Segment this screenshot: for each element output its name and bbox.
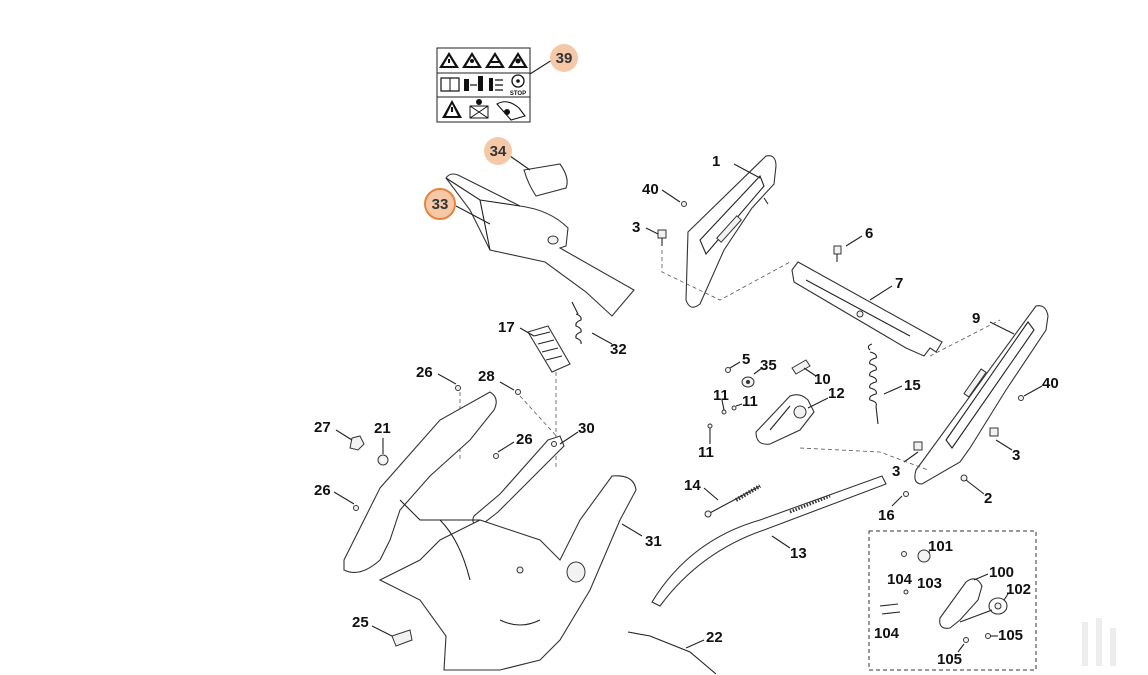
part-26-screw-left: [353, 505, 359, 511]
part-17-grille: [527, 325, 571, 373]
callout-11-a: 11: [713, 387, 729, 404]
part-1-side-plate: [685, 155, 777, 308]
part-28-screw: [515, 389, 521, 395]
callout-104-top: 104: [887, 571, 913, 588]
callout-15: 15: [904, 377, 921, 394]
part-15-spring: [867, 343, 879, 425]
part-26-screw-top: [455, 385, 461, 391]
part-35-bushing: [741, 376, 755, 388]
callout-6: 6: [865, 225, 873, 242]
callout-101: 101: [928, 538, 953, 555]
callout-10: 10: [814, 371, 831, 388]
part-27-nut: [349, 435, 365, 451]
part-33-handle-cover: [445, 173, 635, 317]
part-13-rod: [651, 475, 887, 607]
part-14-cable: [704, 484, 762, 518]
callout-22: 22: [706, 629, 723, 646]
callout-5: 5: [742, 351, 750, 368]
part-34-cover: [523, 163, 568, 197]
part-7-rail: [791, 261, 943, 357]
warning-triangle-icon: [439, 52, 528, 68]
callout-31: 31: [645, 533, 662, 550]
part-3-bolt-mid: [913, 441, 923, 451]
callout-12: 12: [828, 385, 845, 402]
part-31-housing: [343, 391, 637, 671]
part-26-screw-mid: [493, 453, 499, 459]
part-32-spring: [571, 301, 582, 345]
callout-103: 103: [917, 575, 942, 592]
callout-13: 13: [790, 545, 807, 562]
part-3-bolt: [657, 229, 667, 246]
callout-11-b: 11: [742, 393, 758, 410]
callout-2: 2: [984, 490, 992, 507]
callout-16: 16: [878, 507, 895, 524]
callout-102: 102: [1006, 581, 1031, 598]
callout-35: 35: [760, 357, 777, 374]
callout-7: 7: [895, 275, 903, 292]
callout-40-left: 40: [642, 181, 659, 198]
part-10-clip: [791, 359, 811, 375]
callout-105-right: 105: [998, 627, 1023, 644]
callout-1: 1: [712, 153, 720, 170]
watermark-mark: [1082, 618, 1116, 666]
callout-104-bottom: 104: [874, 625, 900, 642]
callout-27: 27: [314, 419, 331, 436]
stop-label: STOP: [510, 91, 526, 97]
caution-and-clearance-icon: [442, 99, 526, 121]
callout-3-mid: 3: [892, 463, 900, 480]
callout-21: 21: [374, 420, 391, 437]
part-30-bracket: [472, 435, 565, 527]
bystander-distance-icon: [464, 76, 503, 91]
callout-9: 9: [972, 310, 980, 327]
part-3-bolt-right: [989, 427, 999, 437]
callout-26-top: 26: [416, 364, 433, 381]
warning-decal: STOP: [436, 47, 531, 123]
callout-39: 39: [556, 50, 573, 67]
callout-3-right: 3: [1012, 447, 1020, 464]
part-25-clip: [391, 629, 413, 647]
callout-26-left: 26: [314, 482, 331, 499]
callout-highlight-33: [424, 188, 456, 220]
callout-3-top: 3: [632, 219, 640, 236]
part-11-pins: [707, 405, 737, 429]
part-40-screw-right: [1018, 395, 1024, 401]
callout-105-bottom: 105: [937, 651, 962, 668]
callout-14: 14: [684, 477, 701, 494]
callout-28: 28: [478, 368, 495, 385]
callout-11-c: 11: [698, 444, 714, 461]
part-22-rod: [627, 631, 717, 675]
callout-40-right: 40: [1042, 375, 1059, 392]
callout-32: 32: [610, 341, 627, 358]
part-2-nut: [960, 474, 968, 482]
part-16-clip: [903, 491, 909, 497]
part-21-washer: [377, 454, 389, 466]
callout-17: 17: [498, 319, 515, 336]
detail-inset: [868, 530, 1037, 671]
callout-26-mid: 26: [516, 431, 533, 448]
callout-highlight-34: [484, 137, 512, 165]
part-9-side-plate: [914, 305, 1049, 485]
callout-25: 25: [352, 614, 369, 631]
manual-icon: [440, 77, 460, 92]
callout-30: 30: [578, 420, 595, 437]
callout-33: 33: [432, 196, 449, 213]
stop-blade-icon: STOP: [510, 74, 526, 97]
part-5-screw: [725, 367, 731, 373]
callout-34: 34: [490, 143, 507, 160]
part-12-lever: [755, 394, 815, 445]
part-40-screw: [681, 201, 687, 207]
callout-highlight-39: [550, 44, 578, 72]
part-6-bolt: [833, 245, 842, 262]
callout-100: 100: [989, 564, 1014, 581]
